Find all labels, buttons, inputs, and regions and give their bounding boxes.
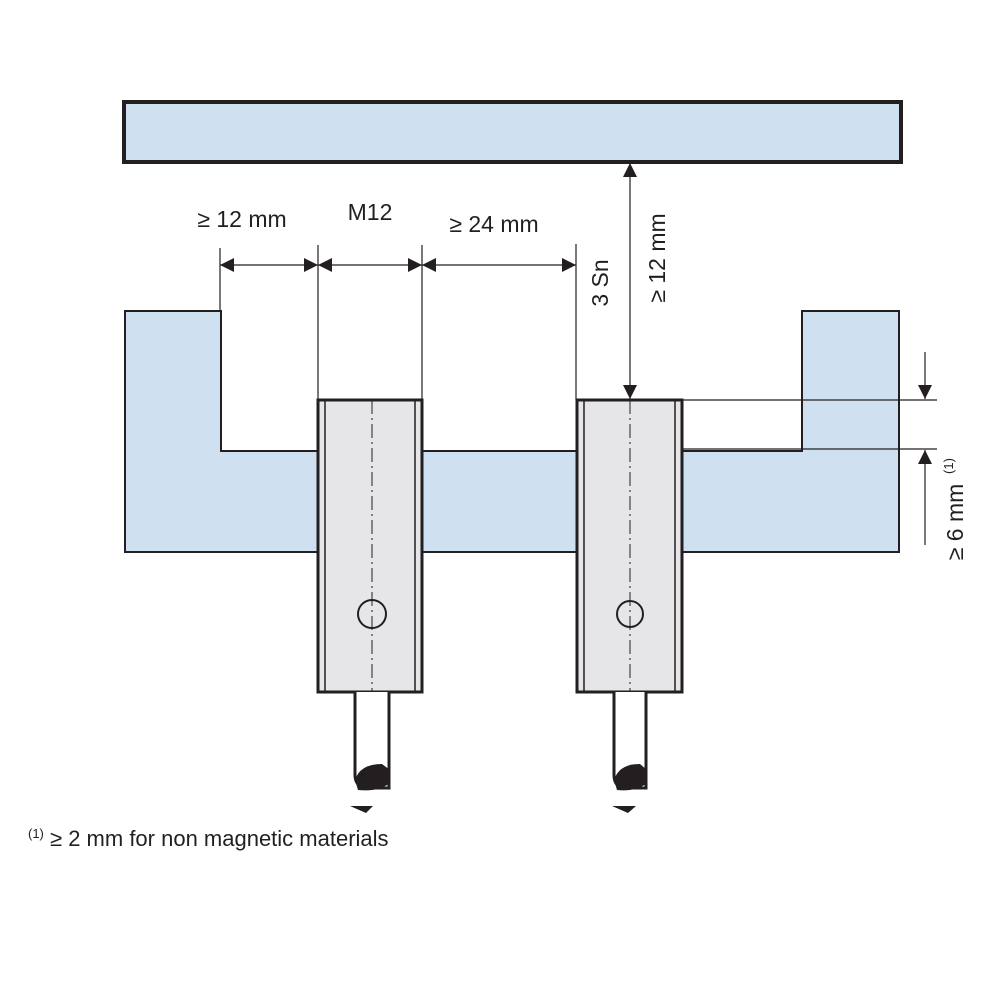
left-sensor-body <box>316 398 424 694</box>
right-sensor-cable-tip <box>614 764 647 791</box>
left-sensor-led <box>357 599 387 629</box>
protrusion-note-marker: (1) <box>941 458 956 474</box>
left-sensor-cable-end <box>350 806 373 813</box>
target-plate <box>122 100 903 164</box>
footnote-text: ≥ 2 mm for non magnetic materials <box>50 826 389 851</box>
protrusion-label: ≥ 6 mm <box>942 484 968 561</box>
right-sensor-cable-end <box>612 806 636 813</box>
mounting-bracket <box>124 310 900 553</box>
right-sensor-led <box>616 600 644 628</box>
left-spacing-label: ≥ 12 mm <box>197 206 286 232</box>
left-sensor-cable-tip <box>355 764 390 791</box>
sensor-size-label: M12 <box>348 199 393 225</box>
sensing-distance-label: 3 Sn <box>587 259 613 306</box>
left-sensor <box>316 398 424 813</box>
right-sensor <box>575 398 684 813</box>
footnote-marker: (1) <box>28 826 44 841</box>
vertical-gap-label: ≥ 12 mm <box>644 213 670 302</box>
footnote: (1) ≥ 2 mm for non magnetic materials <box>28 826 389 852</box>
between-sensors-label: ≥ 24 mm <box>449 211 538 237</box>
